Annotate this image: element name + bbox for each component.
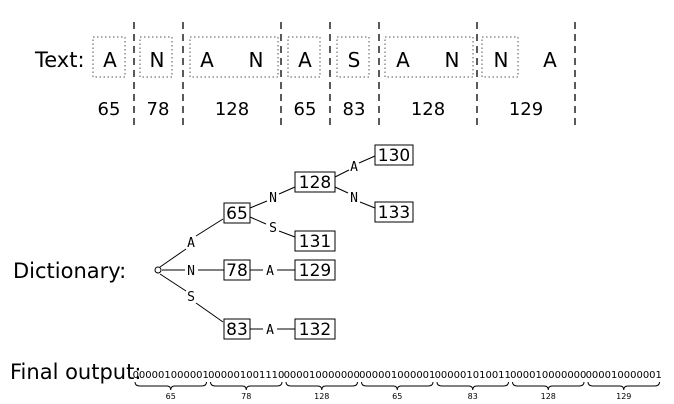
char-1: A xyxy=(103,48,117,72)
underbrace xyxy=(361,381,434,391)
char-10: A xyxy=(543,48,557,72)
output-bits: 000010000000 xyxy=(510,370,586,381)
text-label: Text: xyxy=(34,48,85,72)
trie-node-132 xyxy=(294,318,336,340)
output-code: 128 xyxy=(314,392,329,401)
trie-node-130 xyxy=(374,144,414,166)
edge-label: A xyxy=(187,236,195,251)
trie-node-label: 78 xyxy=(226,261,248,281)
trie-node-label: 133 xyxy=(378,203,410,223)
char-9: N xyxy=(494,48,509,72)
output-bitstring-row: 000001000001 65 000001001110 78 000010000000… xyxy=(133,370,662,401)
group-box-s xyxy=(336,36,370,78)
token-code: 83 xyxy=(343,99,366,120)
char-4: N xyxy=(249,48,264,72)
output-bits: 000001001110 xyxy=(208,370,284,381)
group-box-na xyxy=(481,36,519,78)
output-code: 65 xyxy=(166,392,176,401)
char-5: A xyxy=(298,48,312,72)
underbrace xyxy=(134,381,207,391)
char-8: N xyxy=(445,48,460,72)
token-code: 78 xyxy=(147,99,170,120)
trie-node-128 xyxy=(294,171,336,193)
output-code: 128 xyxy=(541,392,556,401)
trie-root-node xyxy=(154,266,162,274)
final-output-label: Final output: xyxy=(10,360,141,384)
group-box-a xyxy=(92,36,126,78)
token-code: 128 xyxy=(215,99,249,120)
underbrace xyxy=(587,381,660,391)
token-code: 128 xyxy=(411,99,445,120)
output-bits: 000010000001 xyxy=(586,370,662,381)
trie-node-78 xyxy=(223,259,251,281)
trie-node-label: 129 xyxy=(299,261,331,281)
token-code: 65 xyxy=(294,99,317,120)
edge-label: S xyxy=(187,290,195,305)
dictionary-label: Dictionary: xyxy=(13,259,126,283)
output-code: 83 xyxy=(468,392,478,401)
token-code: 65 xyxy=(98,99,121,120)
output-bits: 000001000001 xyxy=(133,370,209,381)
underbrace xyxy=(512,381,585,391)
output-bits: 000010000000 xyxy=(284,370,360,381)
char-2: N xyxy=(150,48,165,72)
trie-node-133 xyxy=(374,201,414,223)
edge-label: S xyxy=(269,221,277,236)
edge-label: N xyxy=(350,191,358,206)
char-7: A xyxy=(396,48,410,72)
edge-label: A xyxy=(350,160,358,175)
trie-node-label: 83 xyxy=(226,320,248,340)
group-box-an xyxy=(189,36,279,78)
char-6: S xyxy=(348,48,361,72)
edge-label: N xyxy=(269,191,277,206)
edge-label: N xyxy=(187,264,195,279)
trie-node-65 xyxy=(223,202,251,224)
underbrace xyxy=(285,381,358,391)
trie-node-131 xyxy=(294,230,336,252)
output-code: 78 xyxy=(241,392,251,401)
edge-label: A xyxy=(266,323,274,338)
edge-label: A xyxy=(266,264,274,279)
underbrace xyxy=(436,381,509,391)
trie-node-129 xyxy=(294,259,336,281)
group-box-a2 xyxy=(287,36,321,78)
group-box-an2 xyxy=(384,36,474,78)
trie-node-label: 132 xyxy=(299,320,331,340)
trie-node-label: 131 xyxy=(299,232,331,252)
char-3: A xyxy=(200,48,214,72)
trie-node-label: 130 xyxy=(378,146,410,166)
output-code: 129 xyxy=(616,392,631,401)
token-code: 129 xyxy=(509,99,543,120)
trie-node-83 xyxy=(223,318,251,340)
output-code: 65 xyxy=(392,392,402,401)
output-bits: 000001010011 xyxy=(435,370,511,381)
trie-node-label: 128 xyxy=(299,173,331,193)
output-bits: 000001000001 xyxy=(359,370,435,381)
group-box-n xyxy=(139,36,173,78)
trie-node-label: 65 xyxy=(226,204,248,224)
underbrace xyxy=(210,381,283,391)
